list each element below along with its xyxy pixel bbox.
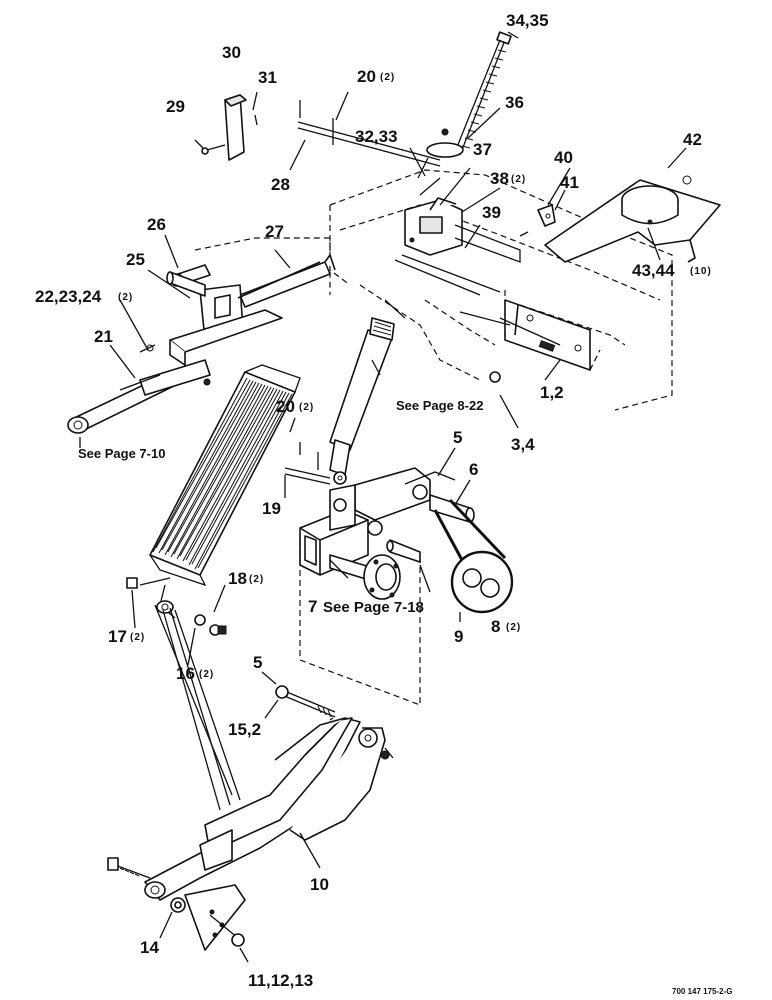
- part-10-tongue: [107, 717, 394, 951]
- label-34-35: 34,35: [506, 11, 549, 30]
- part-30-plate: [201, 94, 258, 161]
- figure-code: 700 147 175-2-G: [672, 987, 733, 996]
- callout-labels: 34,35 30 31 20 (2) 29 36 32,33 37 40 42 …: [35, 11, 733, 996]
- label-16-qty: (2): [199, 669, 214, 680]
- label-39: 39: [482, 203, 501, 222]
- label-25: 25: [126, 250, 145, 269]
- part-spring-assembly: [126, 364, 301, 619]
- reference-see-page-7-10: See Page 7-10: [78, 446, 165, 461]
- label-20-top: 20: [357, 67, 376, 86]
- label-9: 9: [454, 627, 463, 646]
- label-20-top-qty: (2): [380, 72, 395, 83]
- label-8-qty: (2): [506, 622, 521, 633]
- frame-tube-right: [459, 299, 591, 383]
- part-26-27-rods: [166, 261, 321, 299]
- label-15-2: 15,2: [228, 720, 261, 739]
- label-20-mid-qty: (2): [299, 402, 314, 413]
- label-21: 21: [94, 327, 113, 346]
- label-43-44-qty: (10): [690, 266, 712, 277]
- label-29: 29: [166, 97, 185, 116]
- part-8-bushings: [433, 498, 514, 614]
- part-37-bracket: [394, 197, 521, 296]
- part-42-cover: [544, 175, 721, 263]
- label-30: 30: [222, 43, 241, 62]
- label-11-12-13: 11,12,13: [248, 971, 313, 990]
- label-8: 8: [491, 617, 500, 636]
- label-40: 40: [554, 148, 573, 167]
- part-15-bolt: [275, 685, 336, 718]
- label-6: 6: [469, 460, 478, 479]
- part-19-pin: [284, 442, 331, 485]
- label-38: 38: [490, 169, 509, 188]
- label-5-upper: 5: [453, 428, 462, 447]
- label-17: 17: [108, 627, 127, 646]
- label-43-44: 43,44: [632, 261, 675, 280]
- part-40-41-clip: [519, 204, 556, 237]
- label-28: 28: [271, 175, 290, 194]
- label-38-qty: (2): [511, 174, 526, 185]
- leader-lines: [79, 31, 687, 963]
- reference-see-page-8-22: See Page 8-22: [396, 398, 483, 413]
- reference-see-page-7-18: See Page 7-18: [323, 599, 424, 616]
- label-18: 18: [228, 569, 247, 588]
- label-36: 36: [505, 93, 524, 112]
- label-7: 7: [308, 597, 317, 616]
- label-19: 19: [262, 499, 281, 518]
- label-41: 41: [560, 173, 579, 192]
- label-37: 37: [473, 140, 492, 159]
- label-14: 14: [140, 938, 159, 957]
- label-16: 16: [176, 664, 195, 683]
- label-31: 31: [258, 68, 277, 87]
- label-22-23-24: 22,23,24: [35, 287, 102, 306]
- label-17-qty: (2): [130, 632, 145, 643]
- part-hydraulic-cylinder: [329, 299, 406, 485]
- label-18-qty: (2): [249, 574, 264, 585]
- label-3-4: 3,4: [511, 435, 535, 454]
- label-26: 26: [147, 215, 166, 234]
- label-10: 10: [310, 875, 329, 894]
- label-20-mid: 20: [276, 397, 295, 416]
- part-16-18-links: [154, 604, 241, 811]
- part-axle-bracket: [299, 467, 475, 706]
- label-5-lower: 5: [253, 653, 262, 672]
- part-34-35-rod: [417, 31, 512, 179]
- label-1-2: 1,2: [540, 383, 564, 402]
- label-22-23-24-qty: (2): [118, 292, 133, 303]
- label-42: 42: [683, 130, 702, 149]
- label-27: 27: [265, 222, 284, 241]
- label-32-33: 32,33: [355, 127, 398, 146]
